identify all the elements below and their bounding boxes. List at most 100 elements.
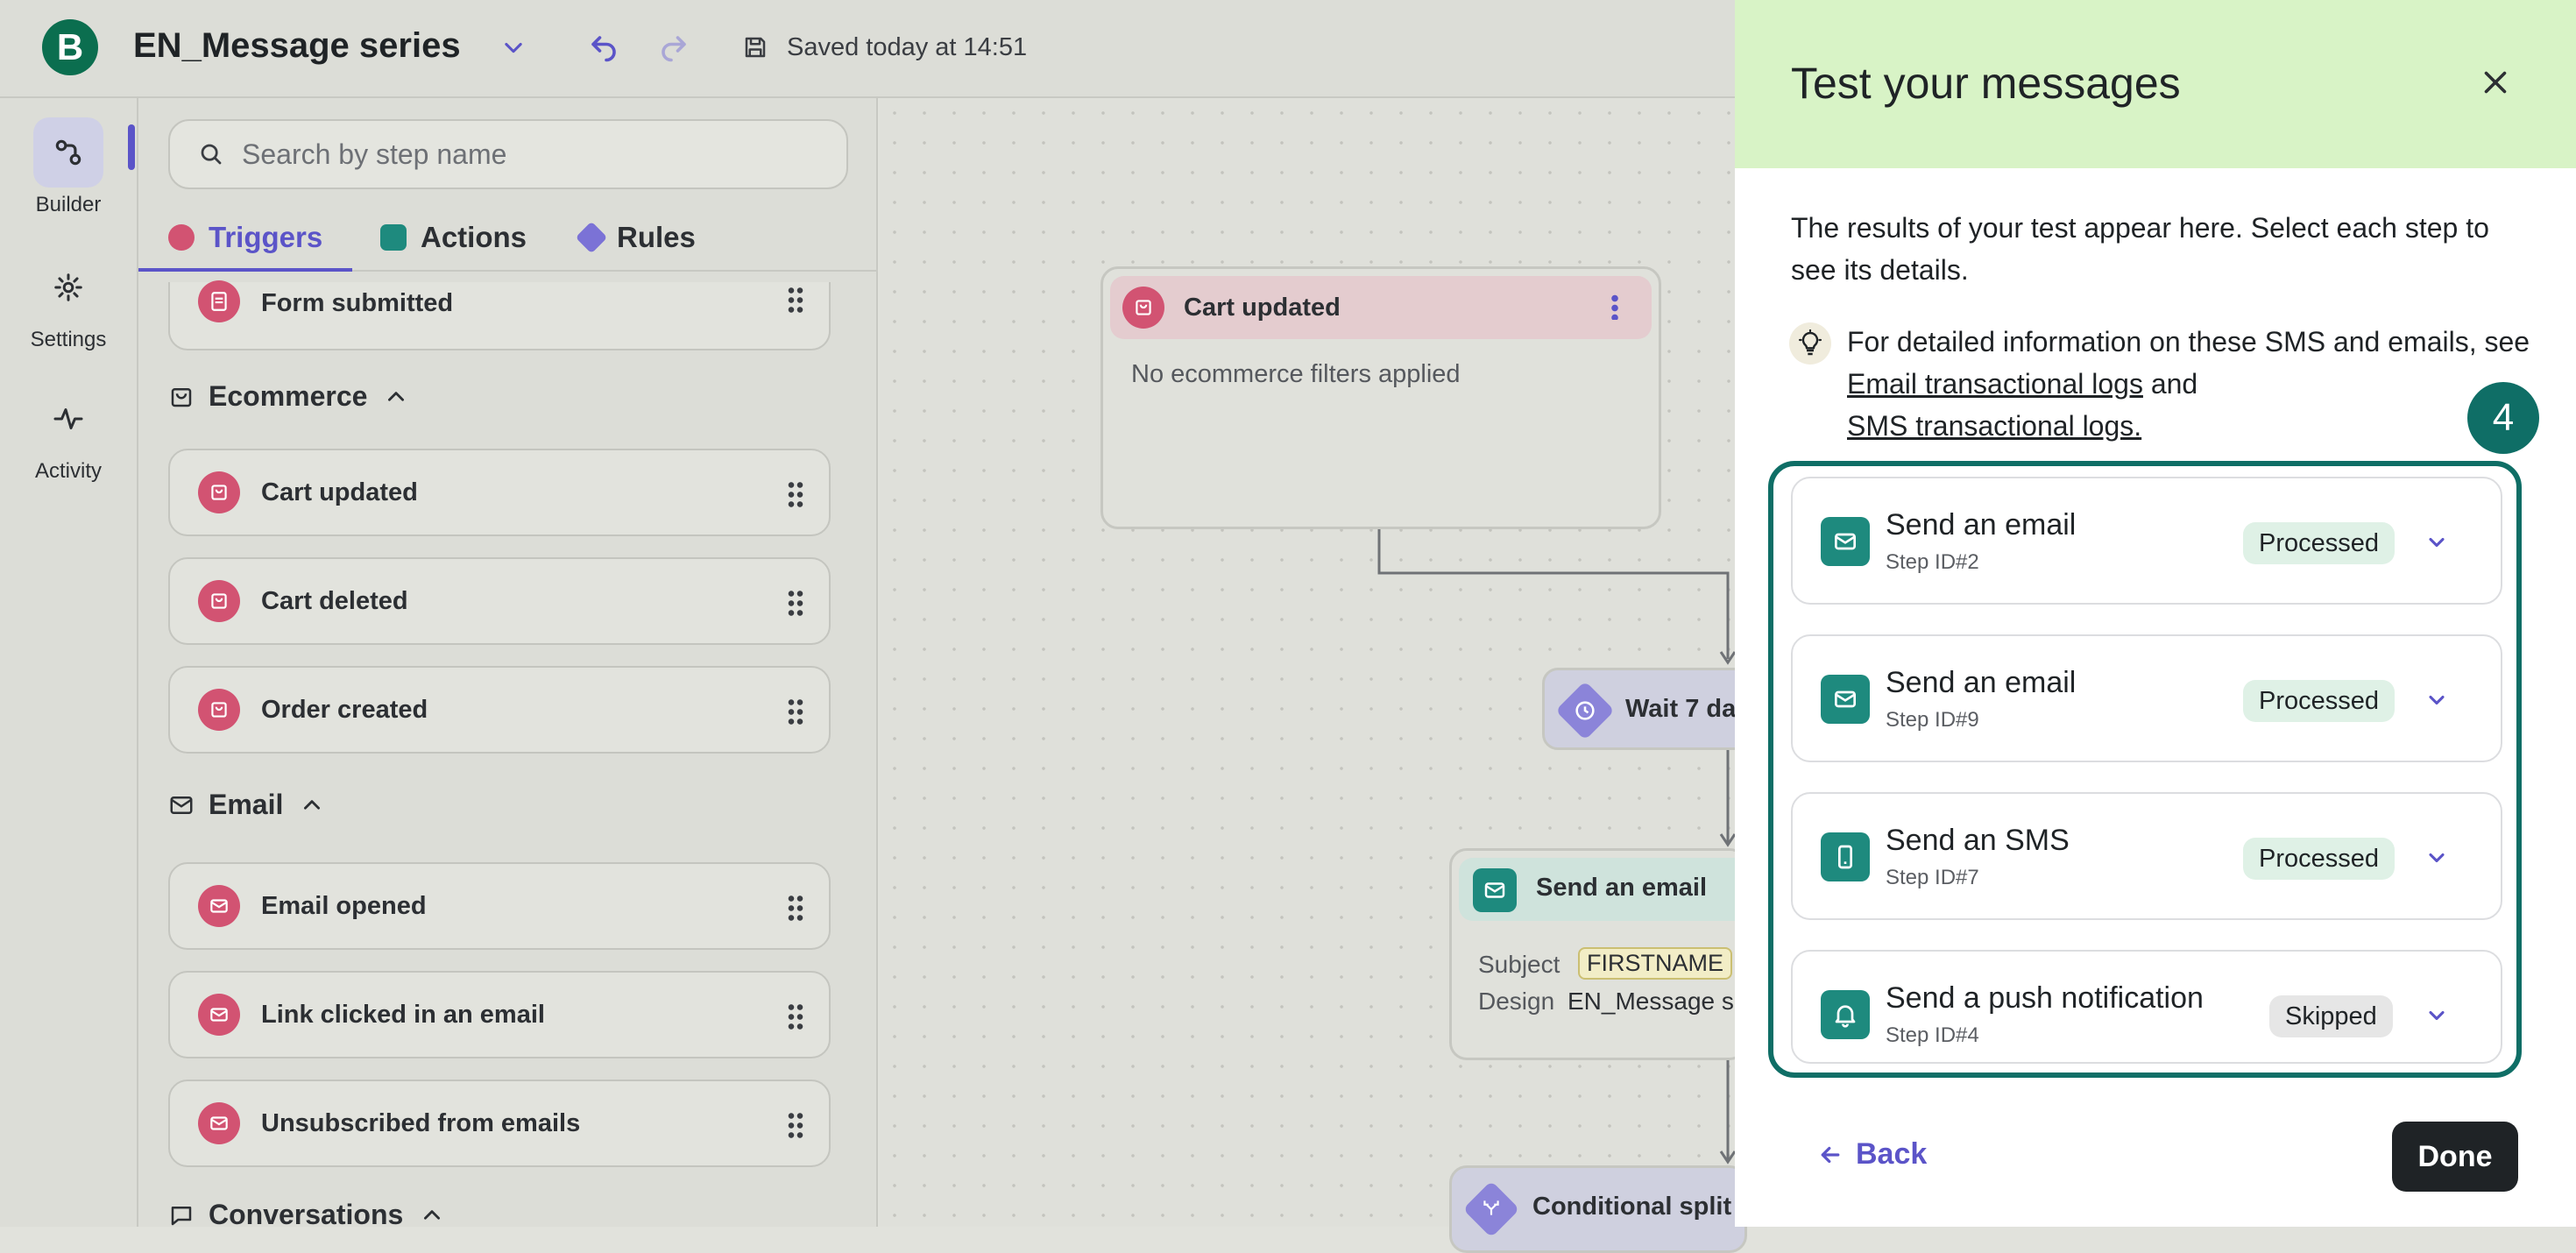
step-label: Form submitted (261, 289, 454, 317)
chevron-down-icon[interactable] (498, 32, 529, 63)
search-placeholder: Search by step name (242, 138, 507, 170)
drag-handle-icon[interactable] (787, 286, 804, 315)
workflow-canvas[interactable]: Cart updated No ecommerce filters applie… (880, 98, 1752, 1253)
section-ecommerce[interactable]: Ecommerce (168, 380, 407, 413)
drag-handle-icon[interactable] (787, 1111, 804, 1141)
rule-diamond-icon (575, 221, 608, 254)
tab-actions[interactable]: Actions (380, 221, 527, 254)
drag-handle-icon[interactable] (787, 697, 804, 727)
close-icon[interactable] (2476, 63, 2515, 102)
message-title: Send an SMS (1886, 824, 2070, 857)
chevron-down-icon[interactable] (2422, 685, 2452, 715)
step-card-link-clicked[interactable]: Link clicked in an email (168, 971, 831, 1058)
tab-rules[interactable]: Rules (575, 221, 696, 254)
rail-label-settings: Settings (30, 328, 107, 351)
section-email[interactable]: Email (168, 789, 323, 821)
node-title: Send an email (1536, 874, 1708, 902)
workflow-title[interactable]: EN_Message series (133, 26, 461, 65)
message-card[interactable]: Send an SMS Step ID#7 Processed (1791, 792, 2502, 920)
chevron-up-icon[interactable] (421, 1204, 443, 1227)
node-title: Wait 7 day (1625, 695, 1751, 723)
message-card[interactable]: Send a push notification Step ID#4 Skipp… (1791, 950, 2502, 1064)
section-title: Ecommerce (209, 380, 368, 412)
mail-icon (198, 885, 240, 927)
message-card[interactable]: Send an email Step ID#9 Processed (1791, 634, 2502, 762)
rail-label-builder: Builder (35, 193, 102, 216)
back-button[interactable]: Back (1817, 1137, 1927, 1172)
email-node[interactable]: Send an email Subject FIRSTNAME Design E… (1449, 848, 1747, 1060)
message-title: Send an email (1886, 508, 2077, 542)
email-logs-link[interactable]: Email transactional logs (1847, 368, 2143, 400)
status-badge: Skipped (2269, 995, 2393, 1037)
step-label: Unsubscribed from emails (261, 1108, 581, 1137)
step-label: Link clicked in an email (261, 1000, 545, 1029)
section-title: Email (209, 789, 284, 820)
search-input[interactable]: Search by step name (168, 119, 848, 189)
undo-icon[interactable] (585, 30, 622, 67)
rail-item-activity[interactable]: Activity (0, 384, 137, 484)
node-title: Cart updated (1184, 293, 1341, 322)
message-step-id: Step ID#9 (1886, 708, 1979, 732)
left-rail: Builder Settings Activity (0, 98, 138, 1227)
tab-bar: Triggers Actions Rules (138, 221, 876, 272)
step-card-cart-deleted[interactable]: Cart deleted (168, 557, 831, 645)
drag-handle-icon[interactable] (787, 894, 804, 924)
drag-handle-icon[interactable] (787, 480, 804, 510)
wait-node[interactable]: Wait 7 day (1542, 668, 1752, 750)
tab-triggers[interactable]: Triggers (168, 221, 322, 254)
done-button[interactable]: Done (2392, 1122, 2518, 1192)
rail-item-builder[interactable]: Builder (0, 117, 137, 217)
rail-item-settings[interactable]: Settings (0, 252, 137, 352)
trigger-dot-icon (168, 224, 195, 251)
conditional-split-node[interactable]: Conditional split (1449, 1165, 1747, 1253)
redo-icon[interactable] (655, 30, 692, 67)
rail-label-activity: Activity (34, 459, 102, 483)
saved-status: Saved today at 14:51 (787, 33, 1028, 61)
info-and: and (2150, 368, 2198, 400)
bag-icon (198, 580, 240, 622)
chevron-down-icon[interactable] (2422, 843, 2452, 873)
gear-icon (33, 252, 103, 322)
chevron-up-icon[interactable] (385, 386, 407, 408)
bag-icon (168, 384, 195, 410)
test-messages-drawer: Test your messages The results of your t… (1735, 0, 2576, 1227)
section-conversations[interactable]: Conversations (168, 1199, 443, 1227)
trigger-node[interactable]: Cart updated No ecommerce filters applie… (1100, 266, 1661, 529)
message-step-id: Step ID#2 (1886, 550, 1979, 574)
mail-icon (198, 994, 240, 1036)
subject-label: Subject (1478, 951, 1560, 978)
back-label: Back (1856, 1137, 1928, 1171)
bell-icon (1821, 990, 1870, 1039)
message-card[interactable]: Send an email Step ID#2 Processed (1791, 477, 2502, 605)
step-card-cart-updated[interactable]: Cart updated (168, 449, 831, 536)
step-marker-badge: 4 (2467, 382, 2539, 454)
drag-handle-icon[interactable] (787, 589, 804, 619)
message-title: Send a push notification (1886, 981, 2204, 1015)
node-body: No ecommerce filters applied (1131, 360, 1461, 388)
mail-icon (198, 1102, 240, 1144)
chevron-down-icon[interactable] (2422, 1001, 2452, 1030)
sms-logs-link[interactable]: SMS transactional logs. (1847, 410, 2142, 442)
drawer-header: Test your messages (1735, 0, 2576, 168)
brand-logo[interactable]: B (42, 19, 98, 75)
search-icon (198, 141, 224, 167)
email-icon (1821, 675, 1870, 724)
lightbulb-icon (1789, 322, 1831, 365)
bag-icon (198, 471, 240, 513)
bag-icon (198, 689, 240, 731)
tab-actions-label: Actions (421, 221, 527, 253)
bag-icon (1122, 287, 1164, 329)
section-title: Conversations (209, 1199, 404, 1227)
highlight-outline (1768, 461, 2522, 1078)
step-card-email-opened[interactable]: Email opened (168, 862, 831, 950)
more-options-icon[interactable] (1611, 294, 1618, 320)
step-card-unsubscribed[interactable]: Unsubscribed from emails (168, 1080, 831, 1167)
step-card-form-submitted[interactable]: Form submitted (168, 280, 831, 350)
drag-handle-icon[interactable] (787, 1002, 804, 1032)
drawer-title: Test your messages (1791, 59, 2181, 108)
status-badge: Processed (2243, 680, 2396, 722)
step-card-order-created[interactable]: Order created (168, 666, 831, 754)
chevron-up-icon[interactable] (301, 794, 323, 817)
chevron-down-icon[interactable] (2422, 527, 2452, 557)
chat-icon (168, 1202, 195, 1228)
